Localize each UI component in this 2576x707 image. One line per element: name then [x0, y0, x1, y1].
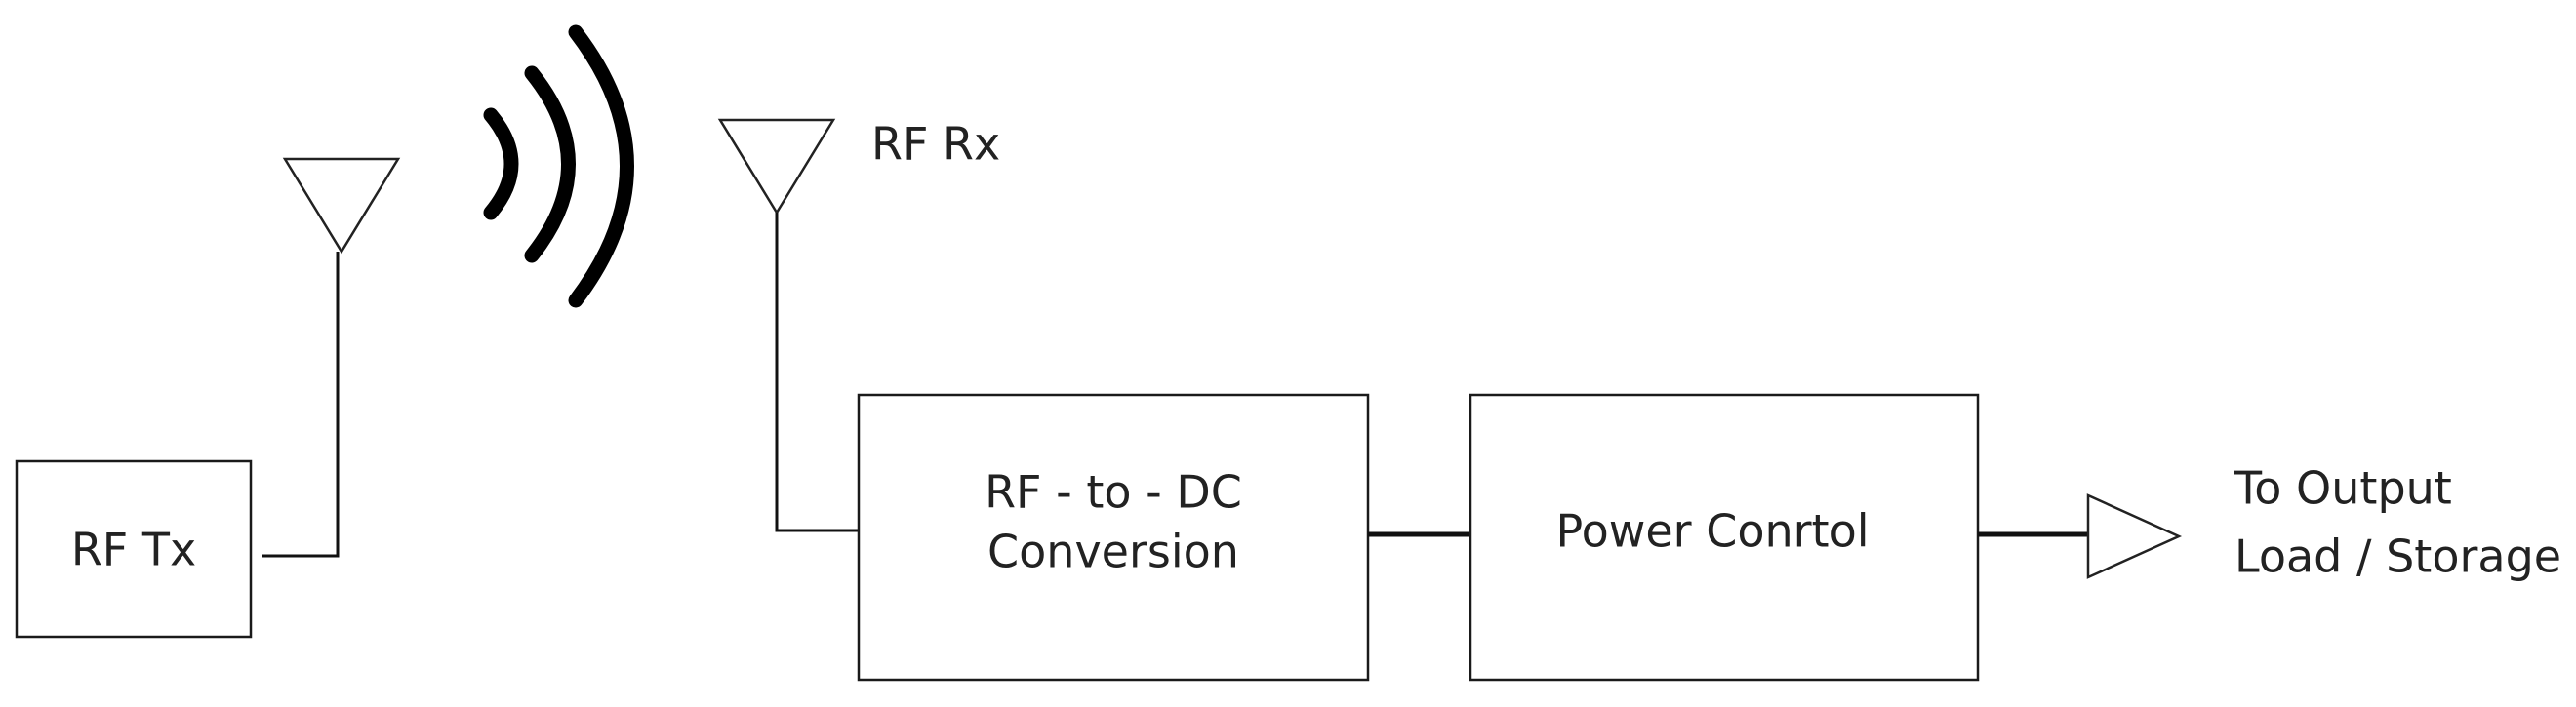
- output-arrow-icon: [2086, 493, 2183, 579]
- rf-tx-label: RF Tx: [71, 524, 196, 576]
- tx-antenna-icon: [282, 157, 401, 255]
- rf-to-dc-label-line1: RF - to - DC: [985, 466, 1242, 519]
- rf-to-dc-block: RF - to - DC Conversion: [857, 393, 1370, 682]
- rx-rfdc-wire: [775, 213, 859, 532]
- tx-antenna-wire: [262, 252, 340, 558]
- radio-wave-outer: [568, 24, 634, 308]
- rf-tx-block: RF Tx: [15, 459, 253, 639]
- radio-wave-middle: [524, 65, 576, 263]
- power-control-box: [1469, 393, 1980, 682]
- rf-tx-box: [15, 459, 253, 639]
- power-control-label: Power Conrtol: [1556, 505, 1870, 558]
- rf-to-dc-box: [857, 393, 1370, 682]
- rf-rx-label: RF Rx: [871, 118, 1000, 171]
- rf-to-dc-label-line2: Conversion: [987, 526, 1239, 578]
- radio-wave-icon: [483, 24, 634, 308]
- radio-wave-inner: [483, 107, 519, 220]
- output-label-line2: Load / Storage: [2234, 530, 2561, 583]
- power-control-block: Power Conrtol: [1469, 393, 1980, 682]
- rx-antenna-icon: [717, 118, 836, 216]
- output-label-line1: To Output: [2234, 462, 2452, 515]
